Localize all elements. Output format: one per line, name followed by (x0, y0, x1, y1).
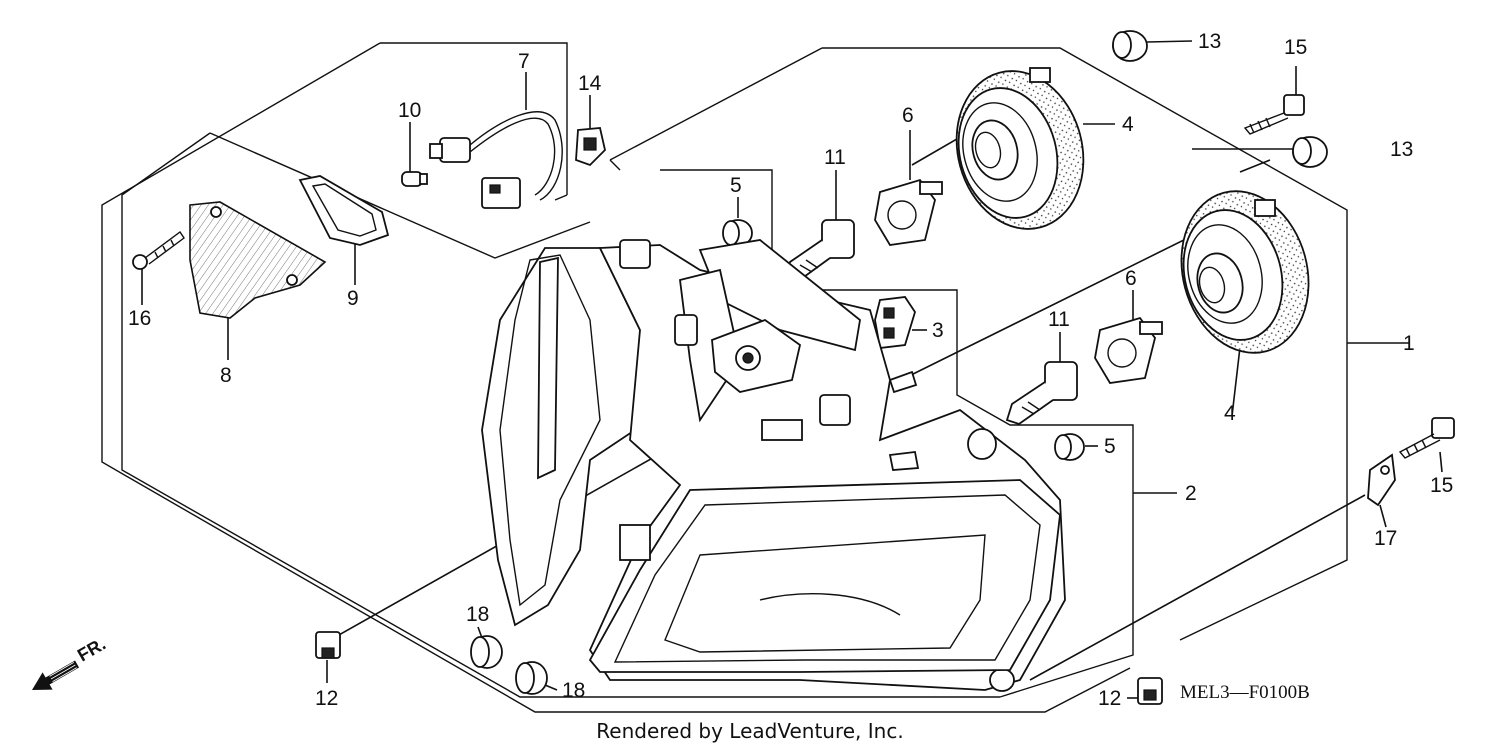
diagram-reference-code: MEL3—F0100B (1180, 682, 1310, 703)
callout-10: 10 (398, 99, 421, 122)
callout-11-upper: 11 (824, 146, 846, 169)
clip-14 (575, 127, 606, 167)
collar-upper (722, 219, 753, 247)
callout-4-lower: 4 (1224, 402, 1236, 425)
callout-15-lower: 15 (1430, 474, 1453, 497)
callout-5-lower: 5 (1104, 435, 1116, 458)
bulb-socket-upper (874, 178, 943, 246)
callout-labels: 13 13 15 4 1 4 15 17 2 5 6 6 11 11 5 3 7… (128, 30, 1453, 710)
callout-17: 17 (1374, 527, 1397, 550)
grommet-lower (515, 661, 548, 695)
collar-lower (1054, 433, 1085, 461)
screw-upper (1243, 94, 1305, 135)
callout-16: 16 (128, 307, 151, 330)
callout-15-upper: 15 (1284, 36, 1307, 59)
callout-5-upper: 5 (730, 174, 742, 197)
bulb-socket-lower (1094, 316, 1163, 384)
grommet-upper (470, 635, 503, 669)
clip-nut-right (1137, 677, 1163, 705)
clip-nut-left (315, 631, 341, 659)
callout-11-lower: 11 (1048, 308, 1070, 331)
screw-16 (132, 230, 185, 270)
callout-1: 1 (1403, 332, 1415, 355)
callout-4-upper: 4 (1122, 113, 1134, 136)
gasket (298, 175, 390, 246)
leader-lines (141, 40, 1443, 699)
halogen-bulb-lower (1005, 361, 1078, 425)
render-credit: Rendered by LeadVenture, Inc. (596, 719, 903, 743)
callout-8: 8 (220, 364, 232, 387)
screw-right (1398, 417, 1455, 459)
reflector-housing-upper (955, 67, 1085, 230)
callout-6-upper: 6 (902, 104, 914, 127)
callout-6-lower: 6 (1125, 267, 1137, 290)
callout-7: 7 (518, 50, 530, 73)
callout-9: 9 (347, 287, 359, 310)
callout-2: 2 (1185, 482, 1197, 505)
callout-14: 14 (578, 72, 602, 95)
callout-12-right: 12 (1098, 687, 1121, 710)
mounting-bracket (1367, 453, 1396, 507)
callout-18-lower: 18 (562, 679, 585, 702)
reflector-housing-lower (1180, 190, 1310, 354)
callout-13-lower: 13 (1390, 138, 1413, 161)
position-light-lens (189, 201, 327, 319)
rubber-cap-upper (1112, 30, 1148, 62)
direction-label: FR. (74, 634, 109, 666)
wedge-bulb (401, 171, 428, 187)
front-direction-arrow-icon (32, 660, 80, 690)
headlight-main-body (481, 239, 1066, 692)
callout-3: 3 (932, 319, 944, 342)
callout-12-left: 12 (315, 687, 338, 710)
connector-clip (874, 296, 916, 349)
assembly-boundary-lines (101, 42, 1348, 713)
callout-18-upper: 18 (466, 603, 489, 626)
position-light-socket-wire (429, 111, 563, 209)
rubber-cap-lower (1292, 136, 1328, 168)
callout-13-upper: 13 (1198, 30, 1221, 53)
